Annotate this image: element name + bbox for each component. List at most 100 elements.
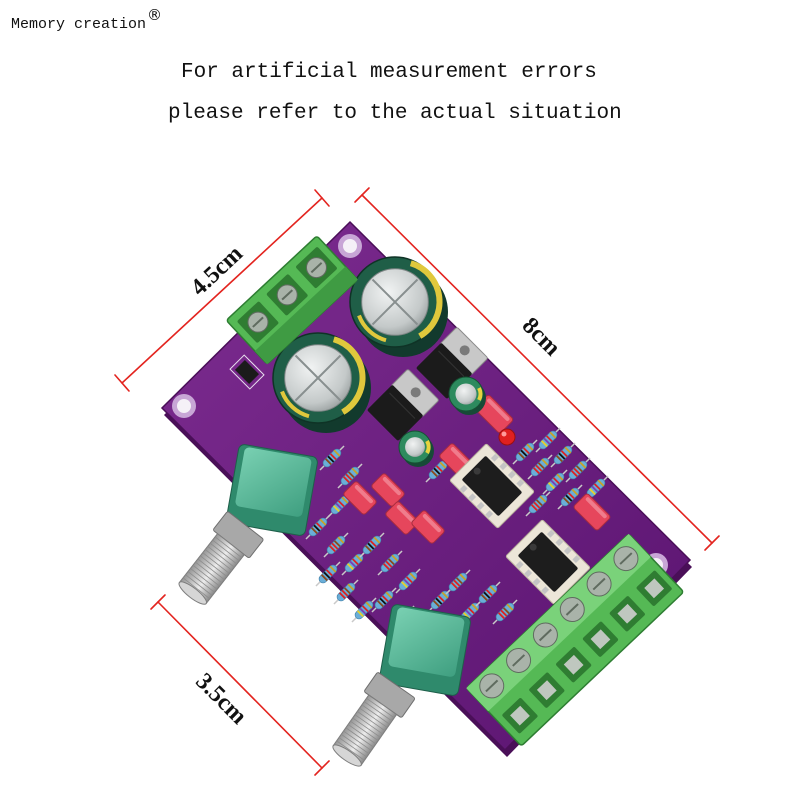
resistor-band bbox=[310, 527, 318, 535]
potentiometer-shaft bbox=[178, 511, 264, 605]
resistor bbox=[425, 457, 451, 483]
ic-pin bbox=[546, 529, 555, 538]
regulator-body bbox=[367, 385, 423, 441]
resistor bbox=[527, 454, 553, 480]
resistor-band bbox=[502, 607, 510, 615]
resistor-band bbox=[597, 479, 605, 487]
capacitor-marking bbox=[332, 336, 366, 415]
small-electrolytic-capacitor bbox=[398, 430, 434, 467]
ic-pin bbox=[524, 569, 533, 578]
resistor bbox=[557, 484, 583, 510]
resistor-band bbox=[543, 437, 551, 445]
small-electrolytic-capacitor bbox=[448, 376, 486, 415]
resistor-band bbox=[323, 571, 331, 579]
ic-body bbox=[462, 456, 522, 516]
film-capacitor-highlight bbox=[354, 485, 373, 504]
resistor-band bbox=[432, 600, 440, 608]
resistor-band bbox=[489, 585, 497, 593]
screw-slot bbox=[619, 552, 633, 565]
dimension-length-cap-end bbox=[704, 535, 720, 551]
dimension-length-cap-start bbox=[354, 187, 370, 203]
resistor-band bbox=[346, 563, 354, 571]
shaft-ridge bbox=[212, 539, 240, 562]
shaft-ridge bbox=[350, 720, 379, 742]
resistor-band bbox=[465, 609, 473, 617]
resistor-band bbox=[535, 499, 543, 507]
resistor-band bbox=[545, 435, 553, 443]
resistor-band bbox=[453, 579, 461, 587]
resistor bbox=[475, 581, 501, 607]
resistor-band bbox=[571, 488, 579, 496]
resistor-band bbox=[558, 452, 566, 460]
screw-slot bbox=[252, 316, 264, 328]
electrolytic-capacitor bbox=[349, 256, 448, 357]
ic-pin bbox=[499, 462, 508, 471]
resistor-band bbox=[485, 589, 493, 597]
film-capacitor bbox=[371, 473, 405, 507]
shaft-ridge bbox=[209, 542, 238, 565]
potentiometer-top bbox=[235, 447, 312, 517]
resistor-band bbox=[565, 494, 573, 502]
ic-chip bbox=[505, 519, 591, 605]
resistor-band bbox=[570, 470, 578, 478]
terminal-clamp bbox=[563, 654, 584, 675]
resistor-band bbox=[441, 591, 449, 599]
shaft-ridge bbox=[185, 574, 213, 596]
ic-pin bbox=[516, 479, 525, 488]
resistor-band bbox=[439, 461, 447, 469]
shaft-ridge bbox=[340, 733, 370, 755]
resistor-band bbox=[567, 492, 575, 500]
resistor-band bbox=[329, 453, 337, 461]
shaft-end bbox=[178, 581, 207, 605]
dimension-knob-spacing-cap-end bbox=[314, 760, 330, 776]
resistor bbox=[371, 587, 397, 613]
terminal-clamp bbox=[617, 603, 638, 624]
capacitor-top bbox=[405, 437, 425, 457]
potentiometer bbox=[332, 604, 471, 767]
resistor-band bbox=[530, 504, 538, 512]
resistor-band bbox=[328, 545, 336, 553]
resistor-band bbox=[381, 595, 389, 603]
resistor bbox=[427, 587, 453, 613]
film-capacitor bbox=[343, 481, 377, 515]
capacitor-stripe bbox=[425, 440, 431, 454]
shaft-ridge bbox=[357, 711, 386, 732]
silkscreen-outline bbox=[229, 354, 265, 390]
resistor-band bbox=[591, 485, 599, 493]
ic-pin bbox=[532, 577, 541, 586]
resistor-band bbox=[547, 482, 555, 490]
capacitor-vent bbox=[294, 354, 342, 402]
film-capacitor-body bbox=[371, 473, 405, 507]
resistor-band bbox=[337, 500, 345, 508]
notice-line-1: For artificial measurement errors bbox=[181, 61, 597, 84]
resistor-band bbox=[369, 540, 377, 548]
ic-pin bbox=[572, 555, 581, 564]
resistor-band bbox=[335, 502, 343, 510]
shaft-ridge bbox=[338, 737, 368, 758]
led-highlight bbox=[501, 431, 507, 437]
resistor bbox=[323, 532, 349, 558]
resistor-band bbox=[345, 473, 353, 481]
resistor-band bbox=[455, 577, 463, 585]
capacitor-marking bbox=[280, 390, 310, 419]
resistor bbox=[333, 579, 359, 605]
resistor-band bbox=[364, 545, 372, 553]
resistor-band bbox=[405, 576, 413, 584]
resistor bbox=[542, 469, 568, 495]
capacitor-stripe bbox=[477, 387, 483, 401]
resistor bbox=[492, 599, 518, 625]
resistor-band bbox=[588, 488, 596, 496]
resistor-band bbox=[532, 467, 540, 475]
resistor-band bbox=[541, 458, 549, 466]
resistor-band bbox=[552, 477, 560, 485]
shaft-end bbox=[332, 744, 362, 767]
resistor-band bbox=[391, 554, 399, 562]
capacitor-marking bbox=[409, 260, 443, 339]
resistor-band bbox=[535, 464, 543, 472]
resistor bbox=[395, 568, 421, 594]
input-terminal-block bbox=[226, 236, 358, 365]
resistor-band bbox=[387, 558, 395, 566]
resistor bbox=[315, 561, 341, 587]
resistor-band bbox=[435, 597, 443, 605]
